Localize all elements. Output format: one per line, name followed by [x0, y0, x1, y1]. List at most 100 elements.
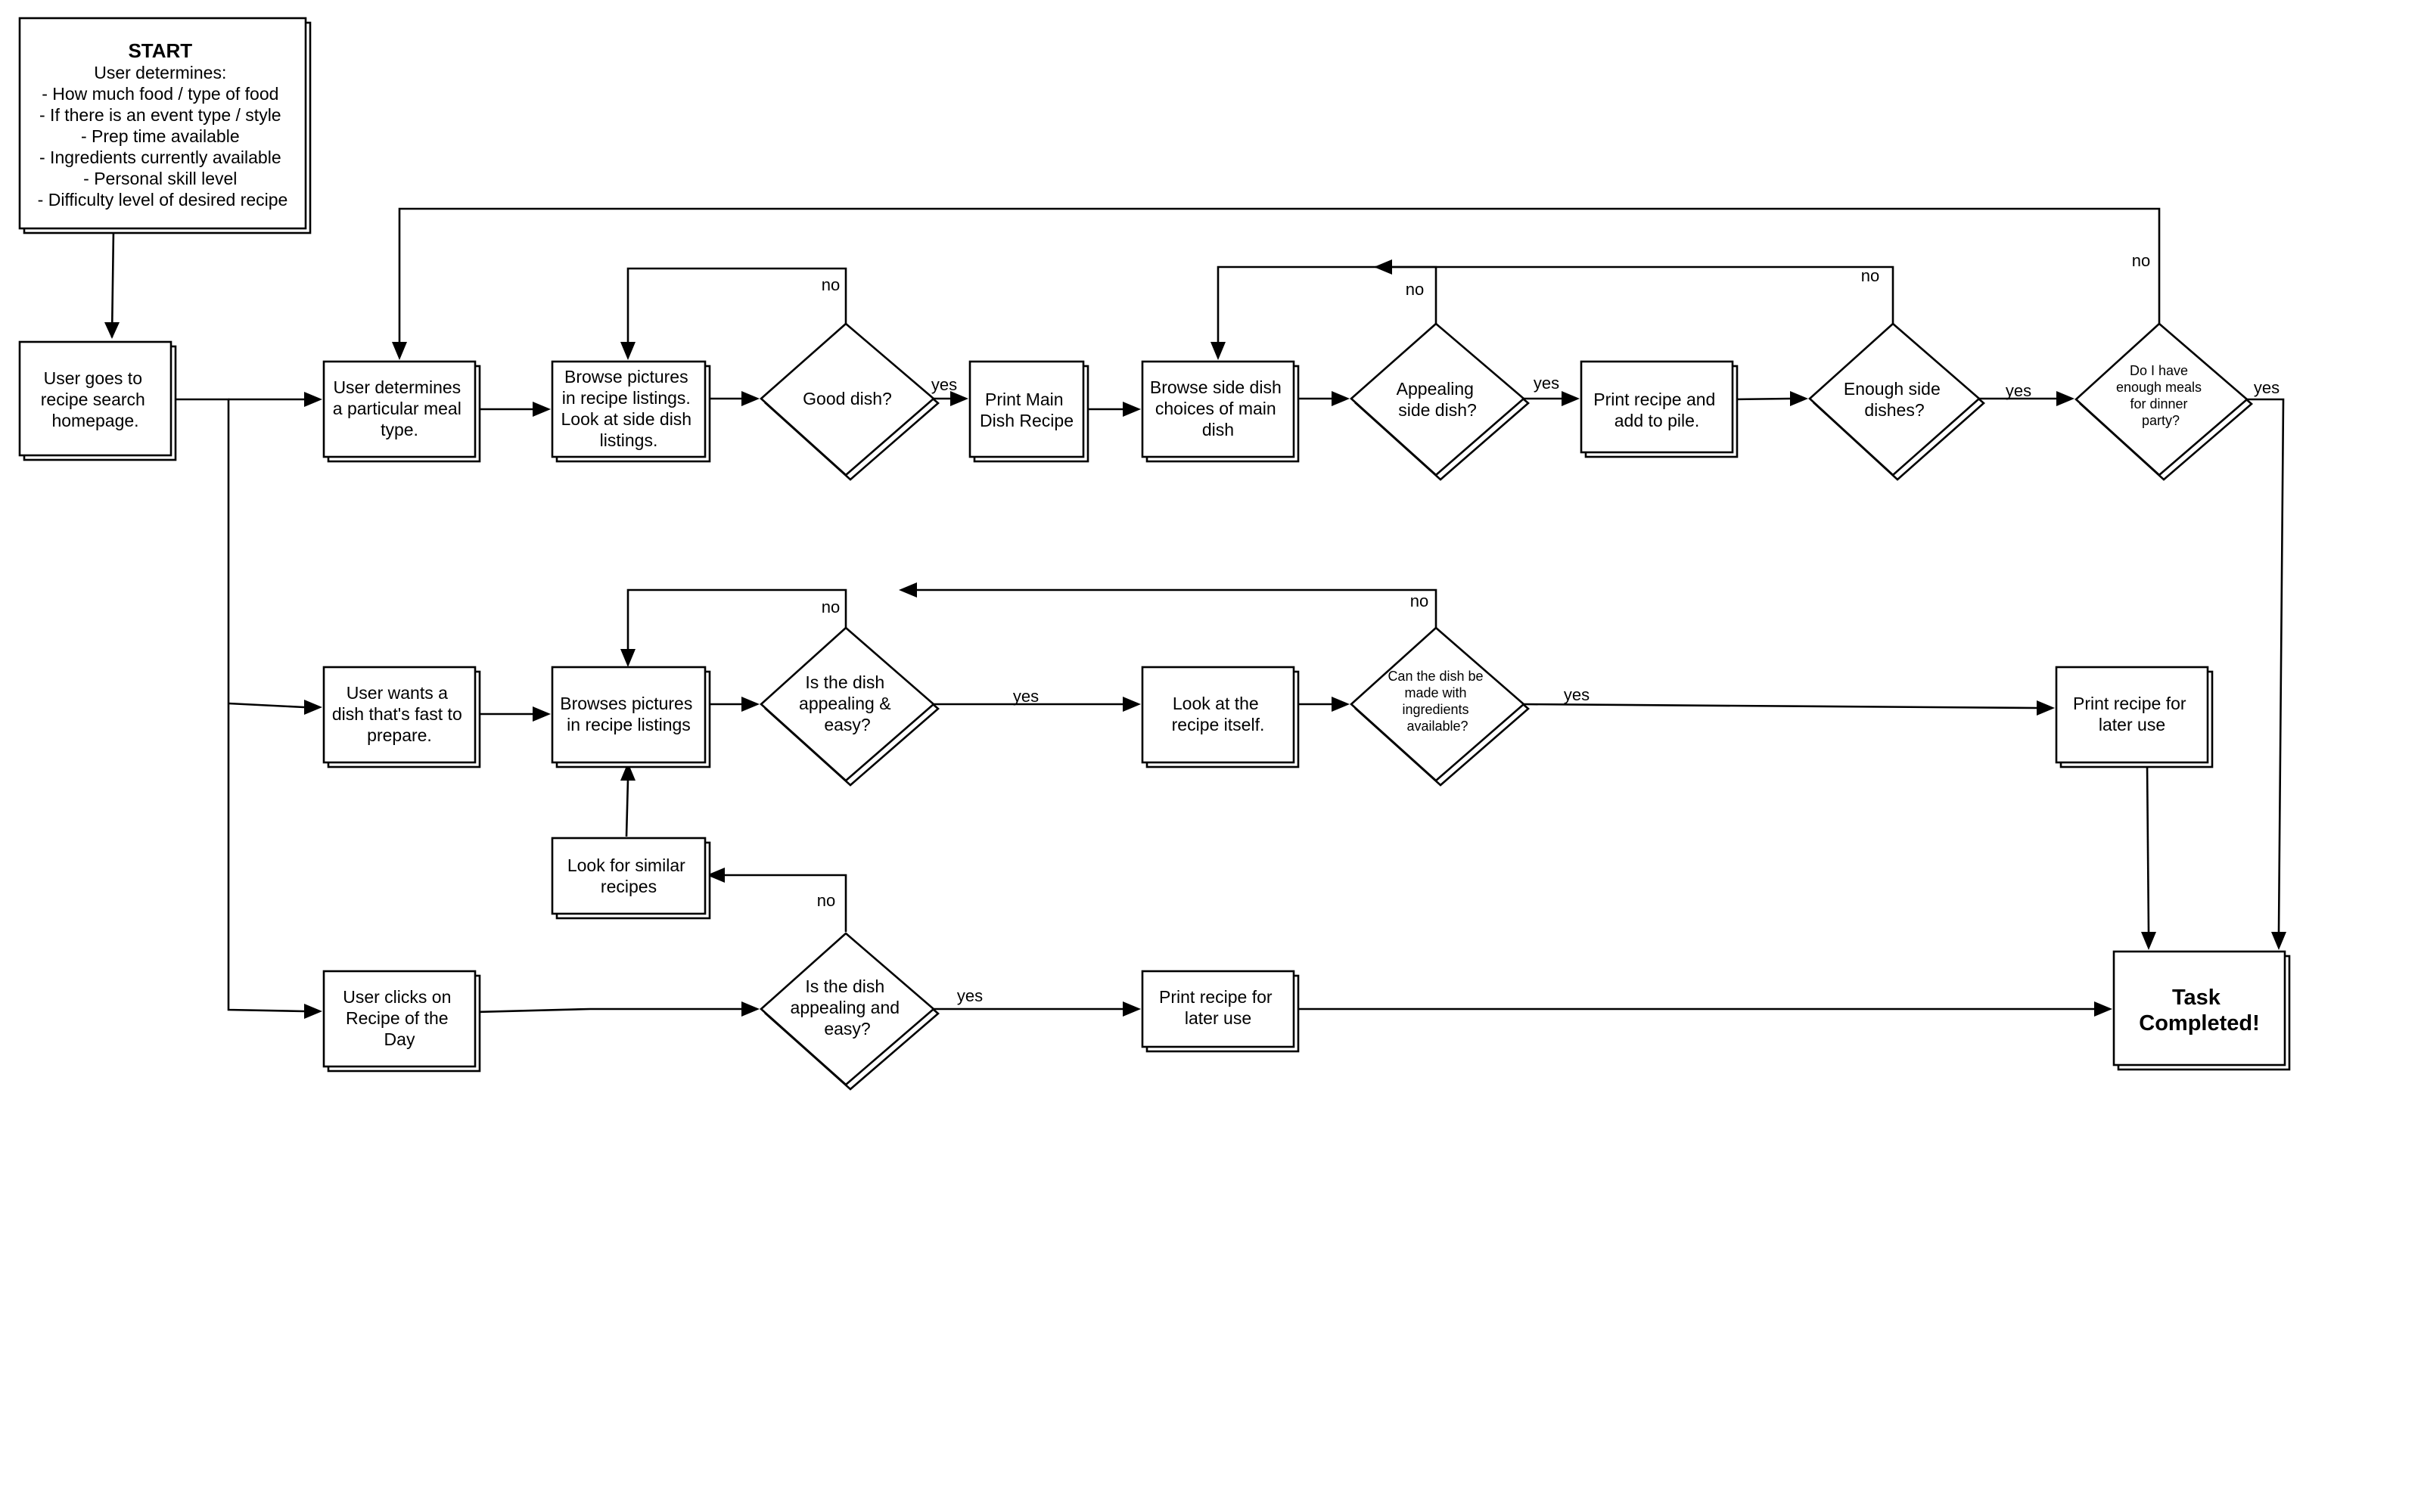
arrowhead [1562, 391, 1580, 406]
meal-type-line-2: type. [381, 420, 418, 439]
start-line-4: - Prep time available [81, 126, 240, 146]
arrowhead [2037, 700, 2055, 716]
edge-label-appealing-and-easy-no: no [817, 891, 835, 910]
start-line-0: START [128, 39, 192, 62]
appealing-and-easy-line-2: easy? [824, 1019, 870, 1039]
browse-pictures-side-box: Browse pictures in recipe listings. Look… [551, 360, 711, 463]
fast-dish-box: User wants a dish that's fast to prepare… [322, 666, 481, 768]
similar-box: Look for similar recipes [551, 837, 711, 920]
look-recipe-line-0: Look at the [1173, 694, 1259, 713]
arrowhead [1123, 1001, 1141, 1017]
svg-text:START User determines:: START User determines: - How much food /… [38, 39, 288, 210]
homepage-line-0: User goes to [44, 368, 142, 388]
print-later-1-line-0: Print recipe for [2073, 694, 2186, 713]
arrowhead [620, 762, 636, 781]
meal-type-box: User determines a particular meal type. [322, 360, 481, 463]
print-later-1-box: Print recipe for later use [2055, 666, 2214, 768]
start-line-5: - Ingredients currently available [39, 147, 281, 167]
svg-text:Print Main Dish Recipe: Print Main Dish Recipe [980, 390, 1074, 430]
print-later-2-line-0: Print recipe for [1159, 987, 1273, 1007]
svg-text:Is the dish appealing: Is the dish appealing and easy? [791, 976, 905, 1039]
enough-meals-line-2: for dinner [2130, 396, 2187, 411]
arrowhead [950, 391, 968, 406]
edge-label-appealing-side-no: no [1406, 280, 1424, 299]
look-recipe-line-1: recipe itself. [1172, 715, 1265, 734]
edge-good-dish-no [626, 267, 847, 342]
arrowhead [1374, 259, 1392, 275]
browses-pictures-box: Browses pictures in recipe listings [551, 666, 711, 768]
browse-side-line-1: in recipe listings. [562, 388, 691, 408]
print-main-line-1: Dish Recipe [980, 411, 1074, 430]
edge-label-good-dish-yes: yes [931, 375, 957, 394]
edge-label-enough-meals-no: no [2132, 251, 2150, 270]
browse-side-line-2: Look at side dish [561, 409, 691, 429]
browse-side-choices-line-1: choices of main [1155, 399, 1276, 418]
start-box: START User determines: - How much food /… [18, 17, 312, 234]
meal-type-line-1: a particular meal [333, 399, 462, 418]
svg-text:Look for similar recip: Look for similar recipes [567, 855, 690, 896]
arrowhead [533, 402, 551, 417]
svg-text:Do I have enough meals: Do I have enough meals for dinner party? [2116, 363, 2205, 428]
fast-dish-line-2: prepare. [367, 725, 432, 745]
arrowhead [707, 868, 725, 883]
svg-text:Enough side dishes?: Enough side dishes? [1844, 379, 1945, 420]
svg-text:Can the dish be made w: Can the dish be made with ingredients av… [1388, 669, 1487, 734]
svg-text:User clicks on Recipe: User clicks on Recipe of the Day [343, 987, 456, 1049]
svg-text:Task Completed!: Task Completed! [2139, 986, 2260, 1035]
print-main-box: Print Main Dish Recipe [968, 360, 1089, 463]
task-completed-box: Task Completed! [2112, 950, 2291, 1071]
edge-label-appealing-side-yes: yes [1534, 374, 1559, 393]
edge-recipe-of-day-to-appealing [474, 1007, 741, 1014]
edge-labels: no yes no yes no yes no yes no yes no ye… [817, 251, 2280, 1005]
look-recipe-box: Look at the recipe itself. [1141, 666, 1300, 768]
svg-text:Print recipe for later: Print recipe for later use [1159, 987, 1277, 1028]
browse-side-choices-line-0: Browse side dish [1150, 377, 1282, 397]
browse-side-line-3: listings. [600, 430, 658, 450]
svg-text:Print recipe for later: Print recipe for later use [2073, 694, 2191, 734]
svg-text:Print recipe and add t: Print recipe and add to pile. [1593, 390, 1720, 430]
task-completed-line-1: Completed! [2139, 1011, 2260, 1035]
enough-sides-diamond: Enough side dishes? [1808, 322, 1985, 481]
fast-dish-line-1: dish that's fast to [332, 704, 462, 724]
appealing-and-easy-line-0: Is the dish [805, 976, 884, 996]
recipe-of-day-line-2: Day [384, 1029, 415, 1049]
svg-text:Look at the recipe its: Look at the recipe itself. [1172, 694, 1265, 734]
edge-appealing-and-easy-no [725, 874, 847, 932]
nodes: START User determines: - How much food /… [18, 17, 2291, 1091]
appealing-easy-diamond: Is the dish appealing & easy? [760, 626, 940, 787]
enough-sides-line-1: dishes? [1864, 400, 1924, 420]
edge-label-appealing-easy-yes: yes [1013, 687, 1039, 706]
homepage-line-1: recipe search [41, 390, 145, 409]
browse-side-line-0: Browse pictures [564, 367, 688, 387]
enough-meals-line-1: enough meals [2116, 380, 2202, 395]
appealing-and-easy-line-1: appealing and [791, 998, 900, 1017]
start-line-7: - Difficulty level of desired recipe [38, 190, 288, 210]
svg-text:Appealing side dish?: Appealing side dish? [1397, 379, 1479, 420]
arrowhead [533, 706, 551, 722]
arrowhead [2094, 1001, 2112, 1017]
print-later-2-box: Print recipe for later use [1141, 970, 1300, 1053]
print-add-pile-line-1: add to pile. [1615, 411, 1700, 430]
arrowhead [1332, 391, 1350, 406]
ingredients-line-3: available? [1406, 719, 1468, 734]
edge-enough-meals-no [398, 207, 2161, 342]
arrowhead [899, 582, 917, 598]
edge-ingredients-yes [1523, 703, 2037, 709]
fast-dish-line-0: User wants a [347, 683, 448, 703]
ingredients-diamond: Can the dish be made with ingredients av… [1350, 626, 1530, 787]
edge-label-good-dish-no: no [822, 275, 840, 294]
browse-side-box: Browse side dish choices of main dish [1141, 360, 1300, 463]
arrowhead [104, 322, 120, 339]
good-dish-line-0: Good dish? [803, 389, 892, 408]
homepage-box: User goes to recipe search homepage. [18, 340, 177, 461]
arrowhead [2271, 932, 2286, 950]
svg-text:User determines a part: User determines a particular meal type. [333, 377, 466, 439]
svg-text:User goes to recipe se: User goes to recipe search homepage. [41, 368, 150, 430]
arrowhead [304, 1004, 322, 1019]
arrowhead [1332, 697, 1350, 712]
start-line-2: - How much food / type of food [42, 84, 278, 104]
appealing-easy-line-1: appealing & [799, 694, 891, 713]
edge-trunk-to-fast-dish [228, 702, 305, 709]
edge-label-enough-meals-yes: yes [2254, 378, 2280, 397]
